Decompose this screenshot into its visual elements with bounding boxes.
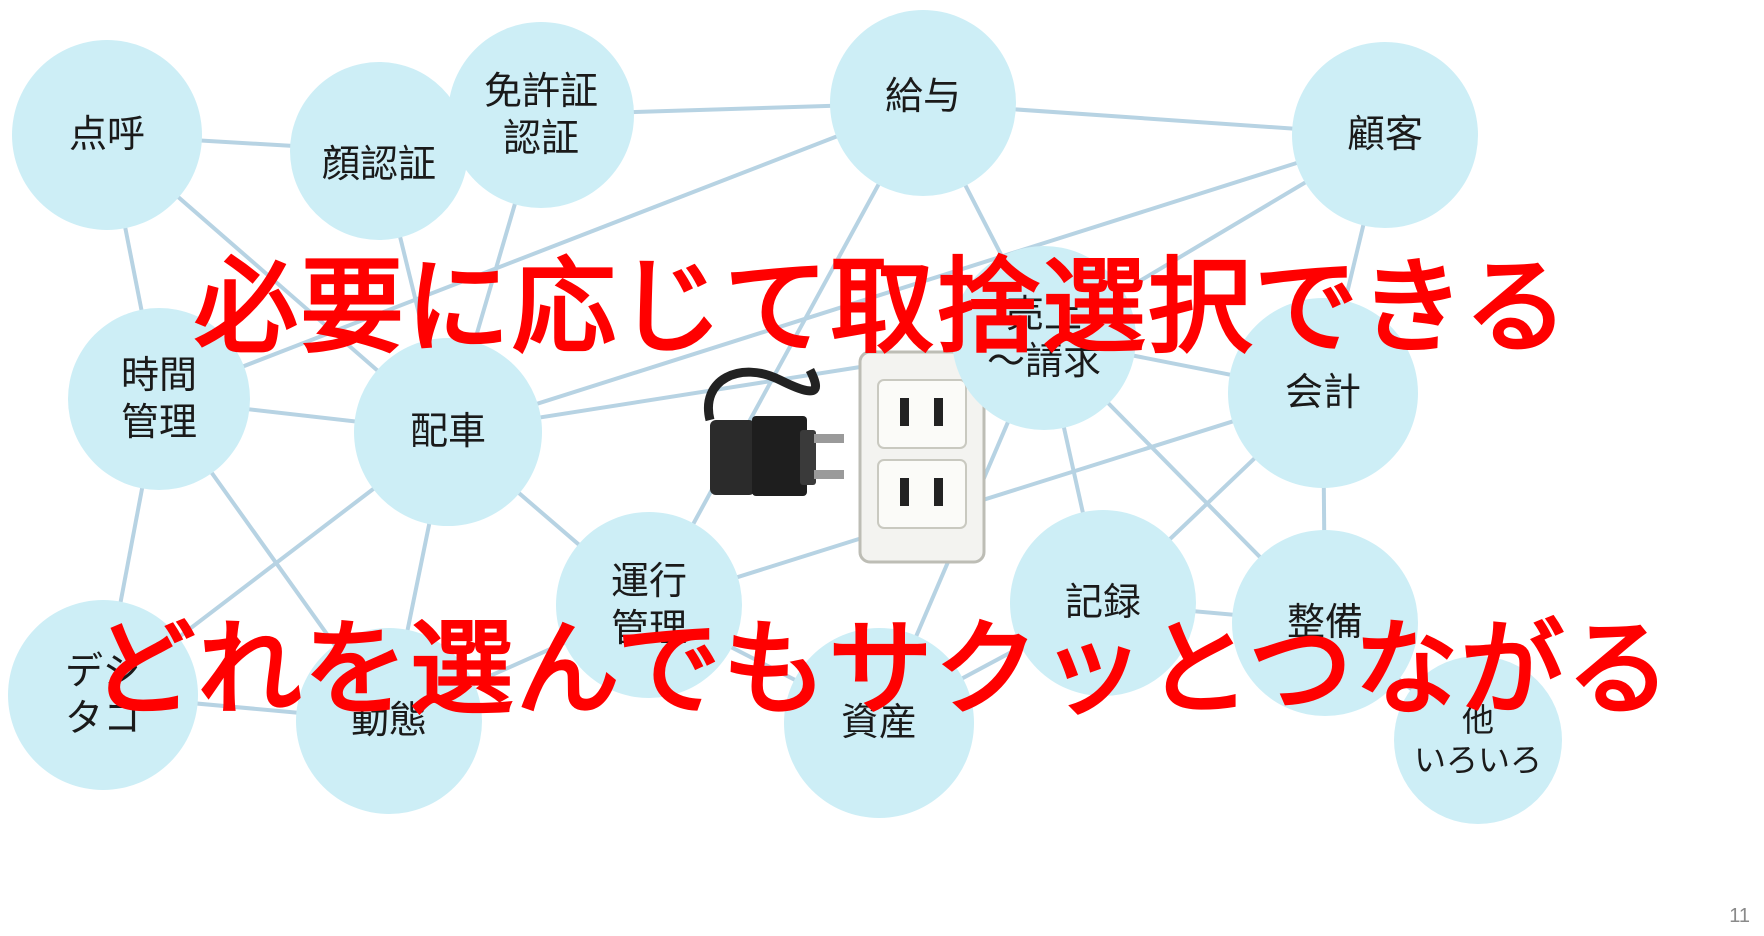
page-number: 11 — [1729, 905, 1750, 927]
plug-and-outlet-illustration — [700, 350, 1000, 574]
node-label: 点呼 — [68, 112, 145, 157]
node-accounting: 会計 — [1228, 298, 1418, 488]
node-assets: 資産 — [784, 628, 974, 818]
node-operation-mgmt: 運行 管理 — [556, 512, 742, 698]
node-time-mgmt: 時間 管理 — [68, 308, 250, 490]
plug-icon — [704, 367, 844, 496]
node-face-auth: 顔認証 — [290, 62, 468, 240]
node-label: 配車 — [409, 409, 486, 454]
node-dispatch: 配車 — [354, 338, 542, 526]
edge-customer-dispatch — [447, 133, 1386, 434]
node-tenko: 点呼 — [12, 40, 202, 230]
node-records: 記録 — [1010, 510, 1196, 696]
headline-connect-easily: どれを選んでもサクッとつながる — [91, 608, 1673, 730]
node-label: 免許証 認証 — [483, 68, 598, 161]
node-label: 資産 — [840, 700, 917, 745]
node-label: デジ タコ — [64, 648, 141, 741]
node-label: 運行 管理 — [610, 558, 687, 651]
node-label: 他 いろいろ — [1413, 701, 1542, 779]
node-dynamics: 動態 — [296, 628, 482, 814]
node-label: 会計 — [1284, 370, 1361, 415]
edge-accounting-operation-mgmt — [648, 391, 1324, 607]
node-label: 顧客 — [1346, 112, 1423, 157]
node-label: 顔認証 — [321, 142, 436, 187]
node-salary: 給与 — [830, 10, 1016, 196]
node-label: 時間 管理 — [120, 352, 197, 445]
node-others: 他 いろいろ — [1394, 656, 1562, 824]
node-label: 記録 — [1064, 580, 1141, 625]
node-sales: 売上 ～請求 — [952, 246, 1136, 430]
node-digitacho: デジ タコ — [8, 600, 198, 790]
node-maintenance: 整備 — [1232, 530, 1418, 716]
edge-salary-time-mgmt — [158, 101, 924, 401]
node-label: 動態 — [350, 698, 427, 743]
node-label: 売上 ～請求 — [986, 291, 1101, 384]
node-license-auth: 免許証 認証 — [448, 22, 634, 208]
outlet-icon — [858, 350, 986, 564]
node-label: 給与 — [884, 74, 961, 119]
headline-select-as-needed: 必要に応じて取捨選択できる — [194, 246, 1570, 368]
node-customer: 顧客 — [1292, 42, 1478, 228]
node-label: 整備 — [1286, 600, 1363, 645]
edge-salary-operation-mgmt — [647, 102, 925, 606]
